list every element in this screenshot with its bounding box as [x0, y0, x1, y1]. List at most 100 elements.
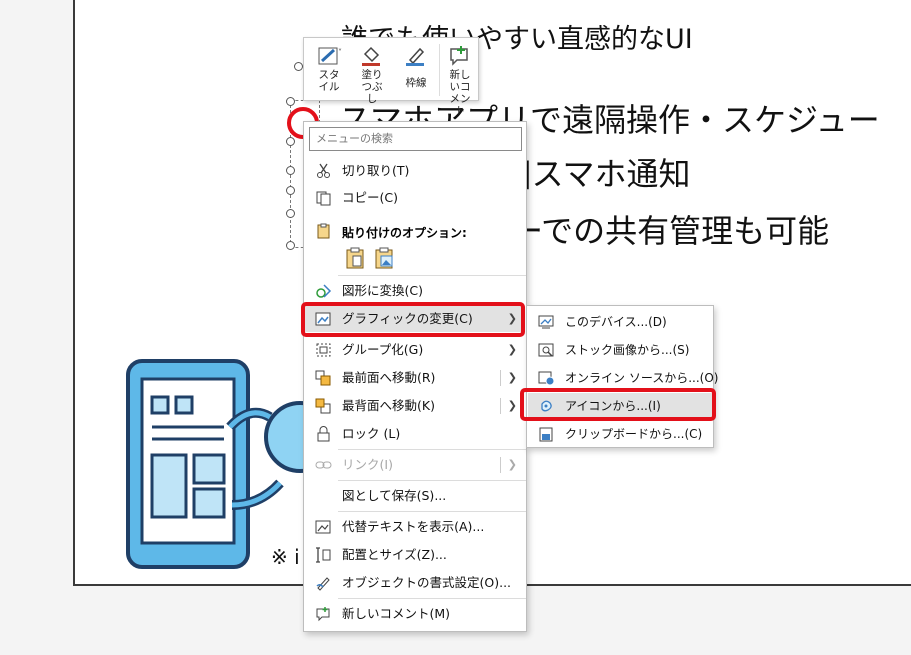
menu-divider [338, 598, 526, 599]
alt-text-icon [315, 520, 331, 534]
bring-to-front-icon [315, 370, 331, 386]
shape-style-icon: ˅ [318, 47, 342, 65]
split-divider [500, 457, 501, 473]
submenu-item-stock-images[interactable]: ストック画像から...(S) [528, 337, 712, 363]
slide-text-line-3[interactable]: ]スマホ通知 [519, 155, 691, 193]
send-to-back-icon [315, 398, 331, 414]
menu-item-label: リンク(I) [342, 457, 393, 472]
scissors-icon [317, 163, 330, 178]
highlight-box-from-icons [520, 388, 716, 421]
split-divider [500, 398, 501, 414]
menu-item-size-position[interactable]: 配置とサイズ(Z)... [305, 542, 525, 568]
submenu-item-from-clipboard[interactable]: クリップボードから...(C) [528, 421, 712, 447]
menu-item-format-object[interactable]: オブジェクトの書式設定(O)... [305, 570, 525, 596]
change-graphic-submenu: このデバイス...(D) ストック画像から...(S) オンライン ソースから.… [526, 305, 718, 448]
toolbar-divider [439, 44, 440, 96]
group-icon [316, 343, 331, 357]
submenu-item-label: オンライン ソースから...(O) [565, 371, 719, 385]
menu-item-group[interactable]: グループ化(G) ❯ [305, 337, 525, 363]
paste-as-picture-icon[interactable] [373, 246, 395, 270]
menu-item-link: リンク(I) ❯ [305, 452, 525, 478]
menu-item-label: コピー(C) [342, 190, 398, 205]
split-divider [500, 370, 501, 386]
menu-divider [338, 275, 526, 276]
highlight-box-change-graphic [301, 302, 525, 337]
menu-item-send-back[interactable]: 最背面へ移動(K) ❯ [305, 393, 525, 419]
submenu-arrow-icon: ❯ [507, 458, 517, 471]
submenu-item-online-sources[interactable]: オンライン ソースから...(O) [528, 365, 718, 391]
menu-item-label: グラフィックの変更(C) [342, 311, 473, 326]
outline-label: 枠線 [405, 77, 427, 89]
submenu-item-from-icons[interactable]: アイコンから...(I) [528, 393, 712, 419]
menu-divider [338, 449, 526, 450]
stock-images-icon [538, 343, 554, 357]
menu-item-label: 図形に変換(C) [342, 283, 423, 298]
resize-handle[interactable] [286, 241, 295, 250]
paint-bucket-icon [362, 46, 380, 66]
rotate-handle[interactable] [294, 62, 303, 71]
fill-button[interactable]: 塗りつぶし [352, 41, 392, 105]
icons-library-icon [541, 400, 552, 412]
outline-button[interactable]: 枠線 [396, 41, 436, 99]
menu-item-bring-front[interactable]: 最前面へ移動(R) ❯ [305, 365, 525, 391]
menu-item-label: 切り取り(T) [342, 163, 410, 178]
resize-handle[interactable] [286, 186, 295, 195]
link-icon [315, 461, 332, 469]
convert-to-shape-icon [316, 284, 332, 298]
menu-item-change-graphic[interactable]: グラフィックの変更(C) ❯ [305, 306, 525, 332]
menu-item-convert-shape[interactable]: 図形に変換(C) [305, 278, 525, 304]
slide-text-line-4[interactable]: ーでの共有管理も可能 [511, 212, 830, 250]
submenu-item-label: クリップボードから...(C) [565, 427, 703, 441]
submenu-arrow-icon: ❯ [507, 312, 517, 325]
menu-item-lock[interactable]: ロック (L) [305, 421, 525, 447]
context-menu: メニューの検索 切り取り(T) コピー(C) 貼り付けのオプション: 図形に変換… [303, 121, 527, 632]
menu-item-label: 最背面へ移動(K) [342, 398, 435, 413]
menu-item-cut[interactable]: 切り取り(T) [305, 158, 525, 184]
menu-item-label: 最前面へ移動(R) [342, 370, 436, 385]
paste-options-label: 貼り付けのオプション: [342, 226, 467, 240]
clipboard-icon [317, 223, 330, 239]
slide-footnote[interactable]: ※ i [271, 545, 300, 569]
size-position-icon [316, 547, 331, 563]
submenu-item-label: ストック画像から...(S) [565, 343, 690, 357]
device-image-icon [538, 315, 554, 329]
submenu-arrow-icon: ❯ [507, 371, 517, 384]
new-comment-button[interactable]: 新しいコメント [442, 41, 478, 117]
style-label: スタイル [318, 69, 340, 93]
menu-divider [338, 480, 526, 481]
new-comment-icon [450, 46, 468, 66]
fill-label: 塗りつぶし [361, 69, 383, 105]
menu-item-label: 図として保存(S)... [342, 488, 447, 503]
menu-item-save-as-picture[interactable]: 図として保存(S)... [305, 483, 525, 509]
pen-outline-icon [406, 47, 425, 66]
menu-item-label: グループ化(G) [342, 342, 424, 357]
menu-item-label: 新しいコメント(M) [342, 606, 451, 621]
format-object-icon [316, 577, 330, 591]
paste-keep-format-icon[interactable] [344, 246, 366, 270]
copy-icon [316, 191, 331, 206]
menu-search-input[interactable]: メニューの検索 [309, 127, 522, 151]
new-comment-icon [316, 607, 330, 622]
clipboard-image-icon [539, 427, 553, 442]
paste-options-header: 貼り付けのオプション: [305, 219, 525, 243]
submenu-item-label: アイコンから...(I) [565, 399, 661, 413]
resize-handle[interactable] [286, 166, 295, 175]
resize-handle[interactable] [286, 137, 295, 146]
menu-item-alt-text[interactable]: 代替テキストを表示(A)... [305, 514, 525, 540]
online-picture-icon [538, 371, 555, 386]
resize-handle[interactable] [286, 209, 295, 218]
menu-divider [338, 511, 526, 512]
submenu-arrow-icon: ❯ [507, 399, 517, 412]
menu-item-label: 代替テキストを表示(A)... [342, 519, 485, 534]
menu-item-label: 配置とサイズ(Z)... [342, 547, 447, 562]
resize-handle[interactable] [286, 97, 295, 106]
menu-item-label: ロック (L) [342, 426, 401, 441]
menu-item-new-comment[interactable]: 新しいコメント(M) [305, 601, 525, 627]
submenu-item-this-device[interactable]: このデバイス...(D) [528, 309, 712, 335]
smartphone-illustration[interactable] [120, 355, 340, 575]
menu-item-copy[interactable]: コピー(C) [305, 185, 525, 211]
style-button[interactable]: ˅ スタイル [310, 41, 348, 99]
change-graphic-icon [315, 312, 331, 326]
menu-item-label: オブジェクトの書式設定(O)... [342, 575, 512, 590]
svg-text:˅: ˅ [338, 48, 342, 57]
